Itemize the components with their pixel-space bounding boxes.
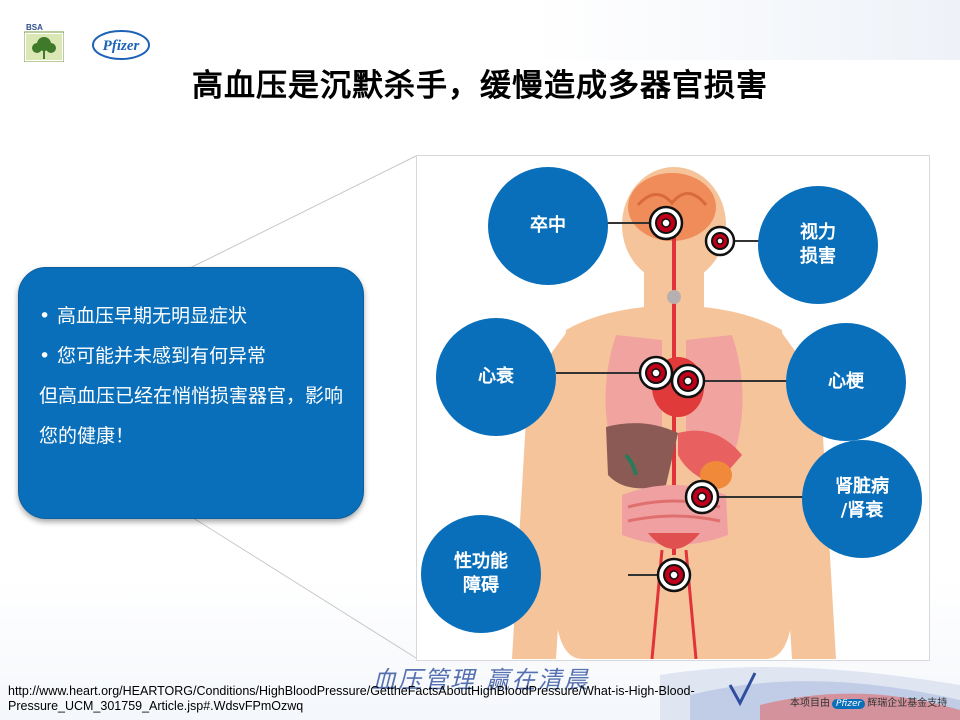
- organ-label-heart-failure: 心衰: [478, 366, 514, 387]
- target-sexual: [656, 557, 692, 593]
- header-band: [0, 0, 960, 60]
- footer-decor: [660, 667, 960, 720]
- callout-continuation: 但高血压已经在悄悄损害器官，影响您的健康！: [39, 385, 344, 447]
- footer-slogan: 血压管理 赢在清晨: [372, 666, 590, 694]
- organ-circle-vision: 视力 损害: [758, 186, 878, 304]
- page-title: 高血压是沉默杀手，缓慢造成多器官损害: [192, 68, 768, 104]
- organ-label-sexual: 性功能 障碍: [454, 551, 508, 596]
- target-heart-attack: [670, 363, 706, 399]
- organ-circle-sexual: 性功能 障碍: [421, 515, 541, 633]
- callout-bullet-2: •您可能并未感到有何异常: [39, 345, 267, 367]
- support-suffix: 辉瑞企业基金支持: [867, 698, 948, 709]
- target-eye: [704, 225, 736, 257]
- callout-bullet-2-text: 您可能并未感到有何异常: [57, 345, 267, 367]
- callout-bullet-1: •高血压早期无明显症状: [39, 305, 248, 327]
- organ-circle-stroke: 卒中: [488, 167, 608, 285]
- target-kidney: [684, 479, 720, 515]
- pfizer-logo: Pfizer: [92, 30, 150, 60]
- bsa-logo-text: BSA: [26, 23, 43, 32]
- organ-label-stroke: 卒中: [530, 215, 566, 236]
- pfizer-logo-text: Pfizer: [103, 38, 140, 54]
- bsa-logo: BSA: [24, 23, 64, 62]
- organ-label-kidney: 肾脏病 /肾衰: [835, 476, 889, 521]
- symptom-callout: •高血压早期无明显症状 •您可能并未感到有何异常 但高血压已经在悄悄损害器官，影…: [18, 267, 364, 519]
- organ-circle-kidney: 肾脏病 /肾衰: [802, 440, 922, 558]
- organ-circle-heart-attack: 心梗: [786, 323, 906, 441]
- organ-circle-heart-failure: 心衰: [436, 318, 556, 436]
- reference-url[interactable]: http://www.heart.org/HEARTORG/Conditions…: [8, 684, 695, 713]
- organ-label-heart-attack: 心梗: [828, 371, 864, 392]
- callout-text: •高血压早期无明显症状 •您可能并未感到有何异常 但高血压已经在悄悄损害器官，影…: [39, 296, 349, 456]
- target-markers: [638, 205, 736, 593]
- target-heart-failure: [638, 355, 674, 391]
- support-brand: Pfizer: [832, 699, 866, 709]
- organ-label-vision: 视力 损害: [800, 222, 836, 267]
- callout-bullet-1-text: 高血压早期无明显症状: [57, 305, 248, 327]
- support-prefix: 本项目由: [790, 698, 830, 709]
- target-brain: [648, 205, 684, 241]
